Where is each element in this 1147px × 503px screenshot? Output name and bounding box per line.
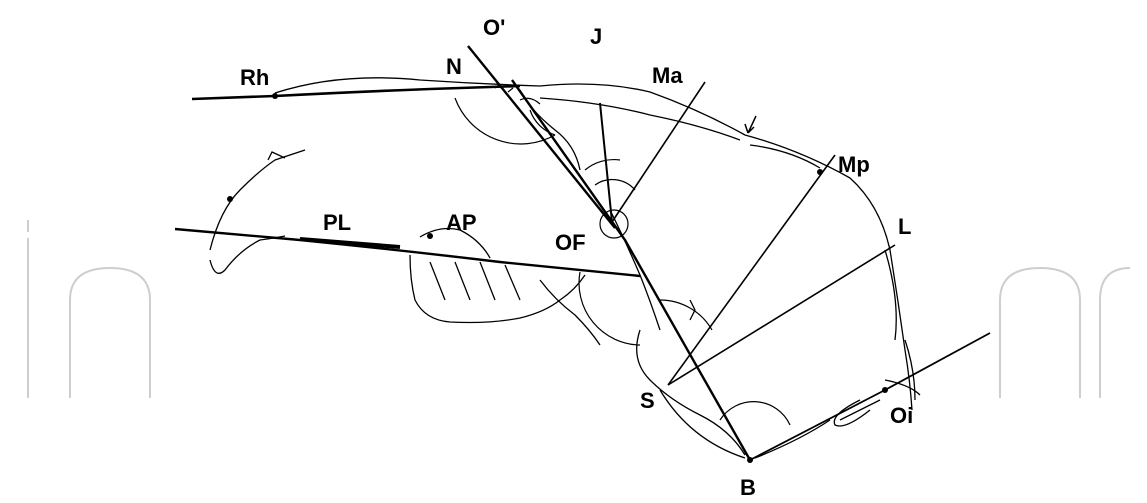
line-b-oi bbox=[749, 332, 991, 461]
label-rh: Rh bbox=[240, 65, 269, 90]
angle-arcs bbox=[454, 83, 791, 426]
line-j bbox=[599, 102, 613, 223]
point-oi bbox=[882, 387, 888, 393]
watermark-logo bbox=[27, 220, 1131, 398]
line-o-prime bbox=[467, 45, 616, 229]
label-o-prime: O' bbox=[483, 15, 505, 40]
label-ap: AP bbox=[446, 210, 477, 235]
label-ma: Ma bbox=[652, 63, 683, 88]
point-b bbox=[747, 457, 753, 463]
point-ap bbox=[427, 233, 433, 239]
label-b: B bbox=[740, 475, 756, 500]
landmark-points bbox=[227, 93, 888, 463]
point-rostral bbox=[227, 196, 233, 202]
label-l: L bbox=[898, 214, 911, 239]
line-pl-thick bbox=[299, 237, 401, 249]
point-rh bbox=[272, 93, 278, 99]
diagram-labels: O' J Rh N Ma Mp L PL AP OF S B Oi bbox=[240, 15, 913, 500]
label-pl: PL bbox=[323, 210, 351, 235]
label-of: OF bbox=[555, 230, 586, 255]
point-mp bbox=[817, 169, 823, 175]
label-s: S bbox=[640, 388, 655, 413]
label-n: N bbox=[446, 54, 462, 79]
line-s-mp bbox=[667, 154, 836, 386]
label-oi: Oi bbox=[890, 403, 913, 428]
line-of-b bbox=[511, 79, 752, 461]
arrow-marker bbox=[744, 115, 757, 134]
line-of-ma bbox=[611, 81, 706, 223]
line-s-l bbox=[667, 244, 896, 386]
label-mp: Mp bbox=[838, 152, 870, 177]
line-rh-n bbox=[191, 84, 521, 101]
label-j: J bbox=[590, 24, 602, 49]
cranial-outline bbox=[209, 77, 921, 459]
